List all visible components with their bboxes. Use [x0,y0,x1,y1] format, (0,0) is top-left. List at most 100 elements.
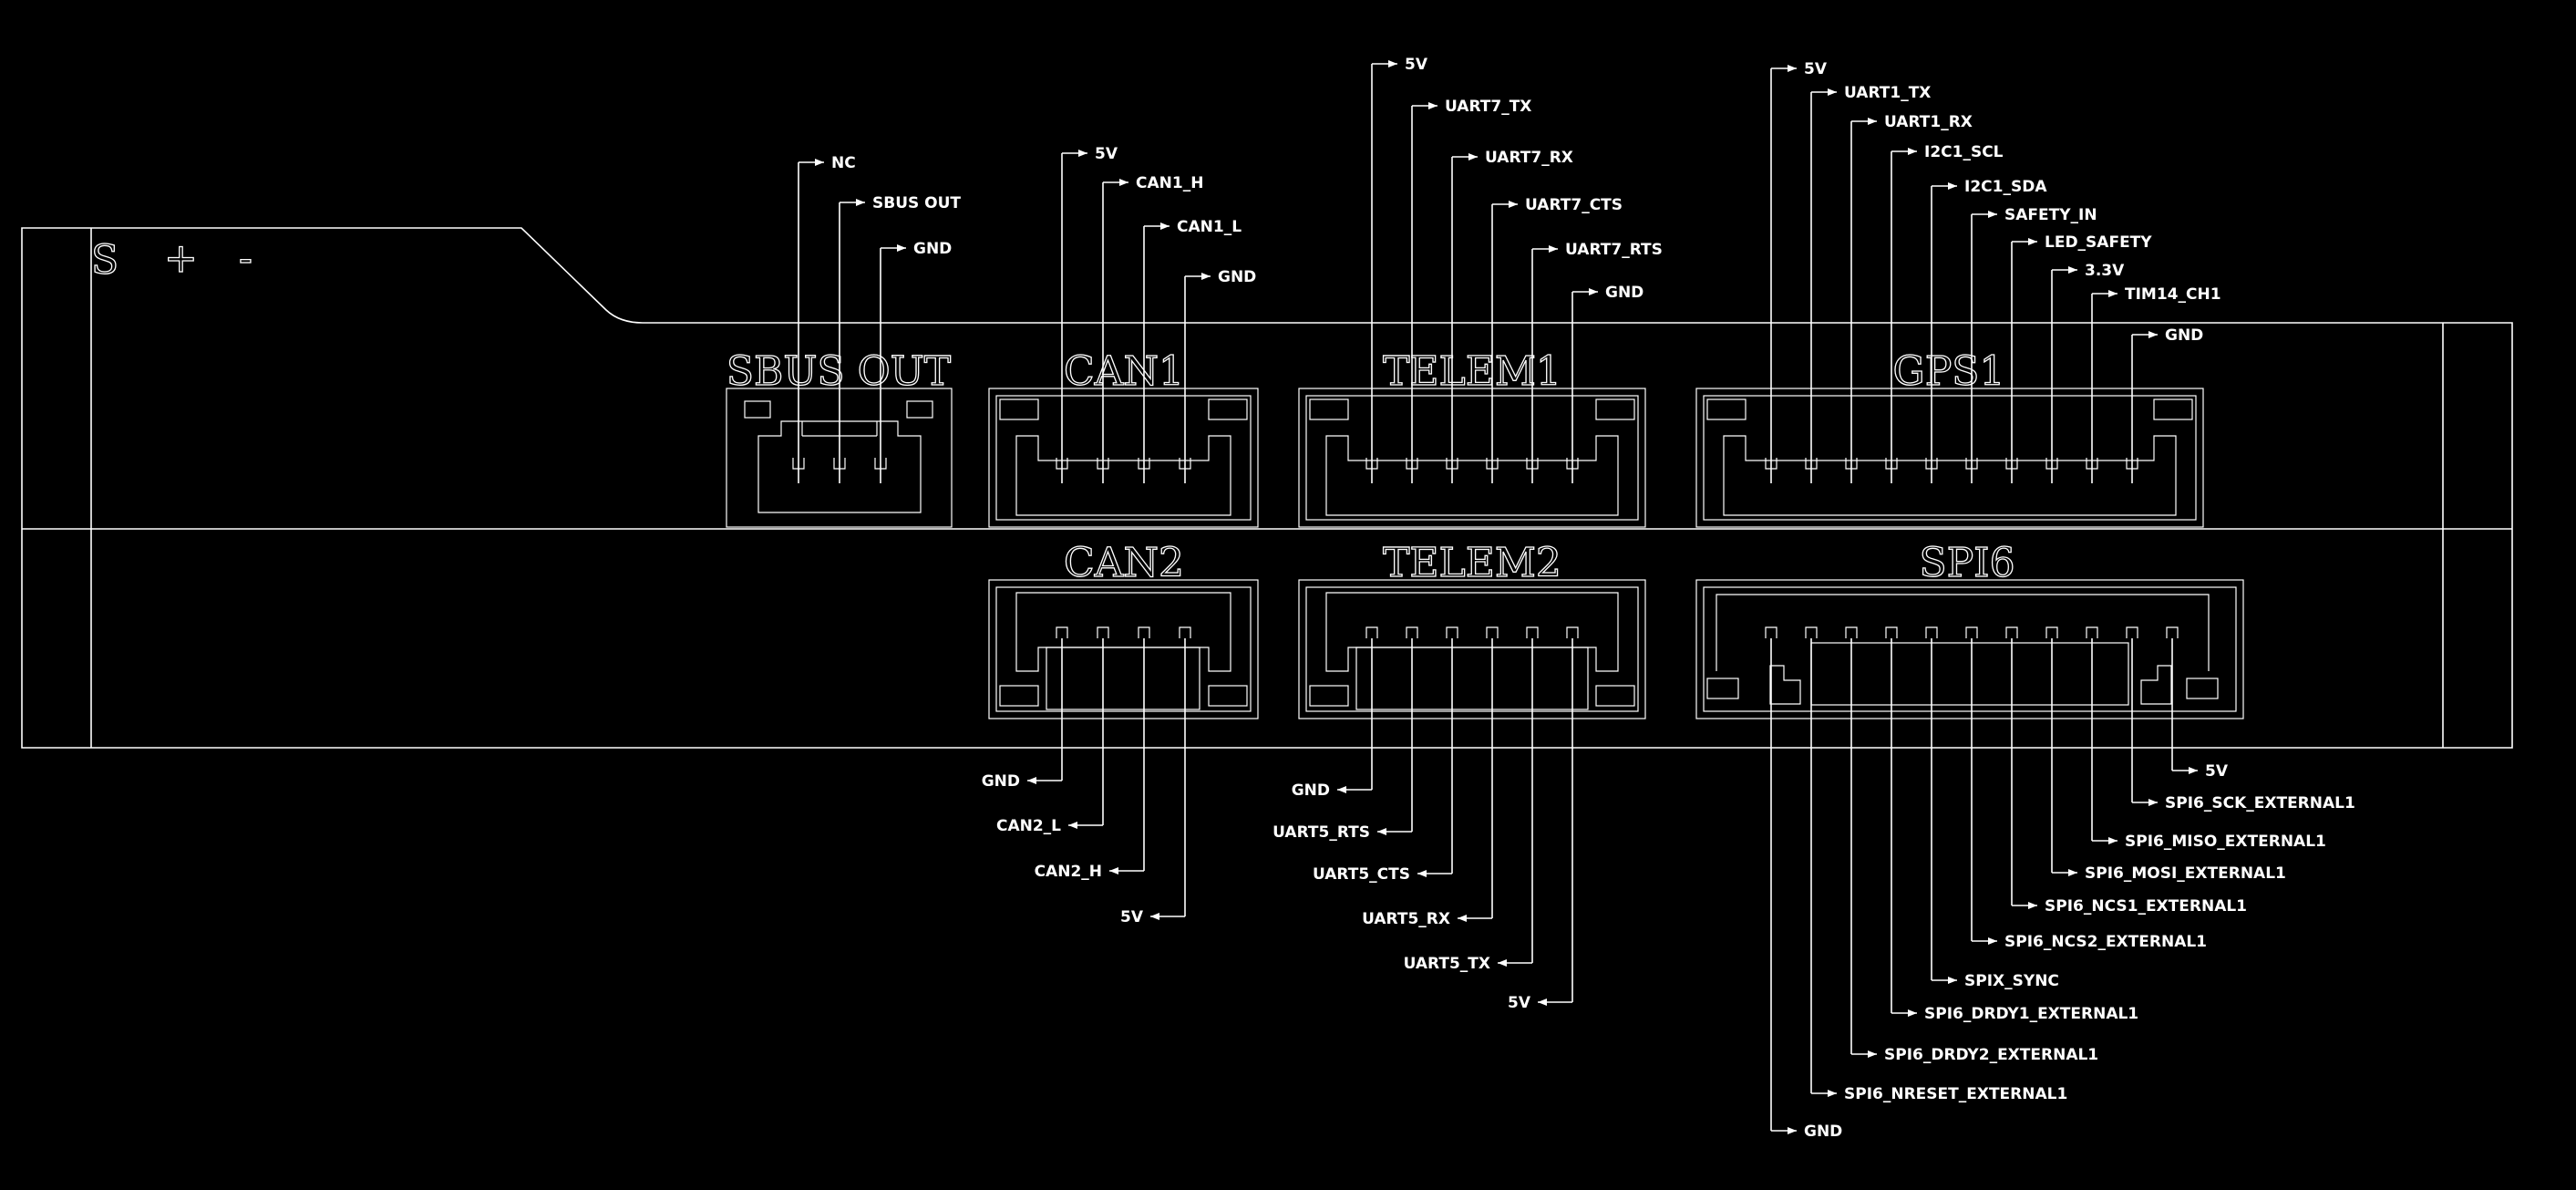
pin-label-can2-3: CAN2_H [1035,863,1102,881]
pin-label-gps1-10: GND [2165,326,2203,345]
pin-label-gps1-8: 3.3V [2085,262,2125,280]
pin-label-spi6-4: SPI6_DRDY1_EXTERNAL1 [1924,1005,2138,1023]
board-top-edge [21,227,2513,749]
pin-label-spi6-1: GND [1804,1123,1842,1141]
pin-telem2-5: UART5_TX [1404,626,1539,973]
pin-spi6-8: SPI6_MOSI_EXTERNAL1 [2045,626,2286,883]
pin-label-telem2-4: UART5_RX [1362,910,1450,928]
pin-sbus-out-1: NC [792,154,856,483]
pin-label-telem2-3: UART5_CTS [1313,865,1410,884]
pin-label-spi6-11: 5V [2205,762,2229,781]
pin-spi6-9: SPI6_MISO_EXTERNAL1 [2086,626,2326,851]
pin-label-telem1-3: UART7_RX [1485,149,1573,167]
pin-label-spi6-10: SPI6_SCK_EXTERNAL1 [2165,794,2355,812]
pin-gps1-7: LED_SAFETY [2005,233,2152,483]
pin-label-gps1-3: UART1_RX [1884,113,1973,131]
pin-spi6-11: 5V [2166,626,2229,781]
pin-label-telem1-5: UART7_RTS [1565,241,1663,259]
pin-label-spi6-5: SPIX_SYNC [1964,972,2059,990]
connector-title-can1: CAN1 [1064,348,1184,395]
pin-label-telem2-5: UART5_TX [1404,955,1490,973]
board-outline [21,227,2513,749]
pin-label-can2-4: 5V [1120,908,1144,926]
connector-title-can2: CAN2 [1064,540,1184,586]
pin-telem2-4: UART5_RX [1362,626,1499,928]
pin-label-gps1-2: UART1_TX [1844,84,1931,102]
connector-title-spi6: SPI6 [1919,540,2014,586]
pin-gps1-8: 3.3V [2045,262,2125,483]
pin-label-can1-4: GND [1218,268,1256,286]
pin-label-spi6-7: SPI6_NCS1_EXTERNAL1 [2045,897,2247,916]
pin-telem1-2: UART7_TX [1406,98,1531,483]
pin-can1-3: CAN1_L [1138,218,1242,483]
pin-spi6-5: SPIX_SYNC [1925,626,2059,990]
pin-gps1-4: I2C1_SCL [1885,143,2004,483]
pin-label-gps1-1: 5V [1804,60,1828,78]
silkscreen-plus: + [164,235,198,282]
connector-body-can2 [988,579,1259,719]
pin-sbus-out-3: GND [874,240,952,483]
pin-can1-4: GND [1179,268,1256,483]
pin-label-spi6-6: SPI6_NCS2_EXTERNAL1 [2004,933,2207,951]
pin-label-can2-2: CAN2_L [996,817,1061,835]
pin-can2-2: CAN2_L [996,626,1109,835]
pin-telem1-4: UART7_CTS [1486,196,1623,483]
pin-label-telem1-1: 5V [1405,56,1428,74]
connector-body-telem1 [1298,388,1646,528]
pin-label-telem2-1: GND [1292,781,1330,800]
pin-label-telem1-4: UART7_CTS [1525,196,1623,214]
pin-can2-4: 5V [1120,626,1191,926]
pin-telem2-2: UART5_RTS [1273,626,1418,842]
pin-label-sbus-out-2: SBUS OUT [872,194,961,212]
pin-leads: NC SBUS OUT GND 5V CAN1_H CAN1_L GND 5V UART7_TX… [792,56,2355,1141]
pin-spi6-2: SPI6_NRESET_EXTERNAL1 [1805,626,2067,1103]
pin-can1-1: 5V [1056,145,1118,483]
pin-telem1-3: UART7_RX [1446,149,1573,483]
pin-label-spi6-2: SPI6_NRESET_EXTERNAL1 [1844,1085,2067,1103]
silkscreen-s: S [91,237,118,284]
pin-label-spi6-9: SPI6_MISO_EXTERNAL1 [2125,833,2326,851]
pin-telem1-6: GND [1566,284,1643,483]
pin-label-gps1-4: I2C1_SCL [1924,143,2004,161]
pin-telem2-1: GND [1292,626,1378,800]
pin-spi6-1: GND [1765,626,1842,1141]
pin-can2-1: GND [982,626,1068,791]
connector-body-spi6 [1695,579,2244,719]
pin-gps1-2: UART1_TX [1805,84,1931,483]
pin-label-can1-2: CAN1_H [1136,174,1203,192]
pin-spi6-3: SPI6_DRDY2_EXTERNAL1 [1845,626,2098,1064]
pin-spi6-4: SPI6_DRDY1_EXTERNAL1 [1885,626,2138,1023]
pin-label-telem1-2: UART7_TX [1445,98,1531,116]
connector-title-gps1: GPS1 [1893,348,2005,395]
connector-title-telem1: TELEM1 [1383,348,1561,395]
pin-gps1-10: GND [2126,326,2203,483]
pin-label-sbus-out-1: NC [831,154,856,172]
pin-label-telem1-6: GND [1605,284,1643,302]
pin-label-sbus-out-3: GND [913,240,952,258]
silkscreen-minus: - [239,235,252,282]
pin-label-can1-3: CAN1_L [1177,218,1242,236]
pin-spi6-6: SPI6_NCS2_EXTERNAL1 [1965,626,2207,951]
pin-label-can1-1: 5V [1095,145,1118,163]
pin-label-telem2-2: UART5_RTS [1273,823,1370,842]
pin-can2-3: CAN2_H [1035,626,1150,881]
pin-label-gps1-5: I2C1_SDA [1964,178,2047,196]
connector-title-telem2: TELEM2 [1383,540,1561,586]
pin-spi6-7: SPI6_NCS1_EXTERNAL1 [2005,626,2247,916]
connector-title-sbus-out: SBUS OUT [726,348,951,395]
pin-gps1-5: I2C1_SDA [1925,178,2047,483]
pin-can1-2: CAN1_H [1097,174,1203,483]
pin-label-gps1-9: TIM14_CH1 [2125,285,2221,304]
pin-label-telem2-6: 5V [1508,994,1531,1012]
pin-telem1-5: UART7_RTS [1526,241,1663,483]
connector-body-gps1 [1695,388,2204,528]
pin-gps1-9: TIM14_CH1 [2086,285,2221,483]
pin-gps1-1: 5V [1765,60,1828,483]
pin-gps1-3: UART1_RX [1845,113,1973,483]
connector-body-can1 [988,388,1259,528]
pin-label-spi6-3: SPI6_DRDY2_EXTERNAL1 [1884,1046,2098,1064]
pin-label-spi6-8: SPI6_MOSI_EXTERNAL1 [2085,864,2286,883]
pin-label-gps1-6: SAFETY_IN [2004,206,2097,224]
pin-sbus-out-2: SBUS OUT [833,194,961,483]
